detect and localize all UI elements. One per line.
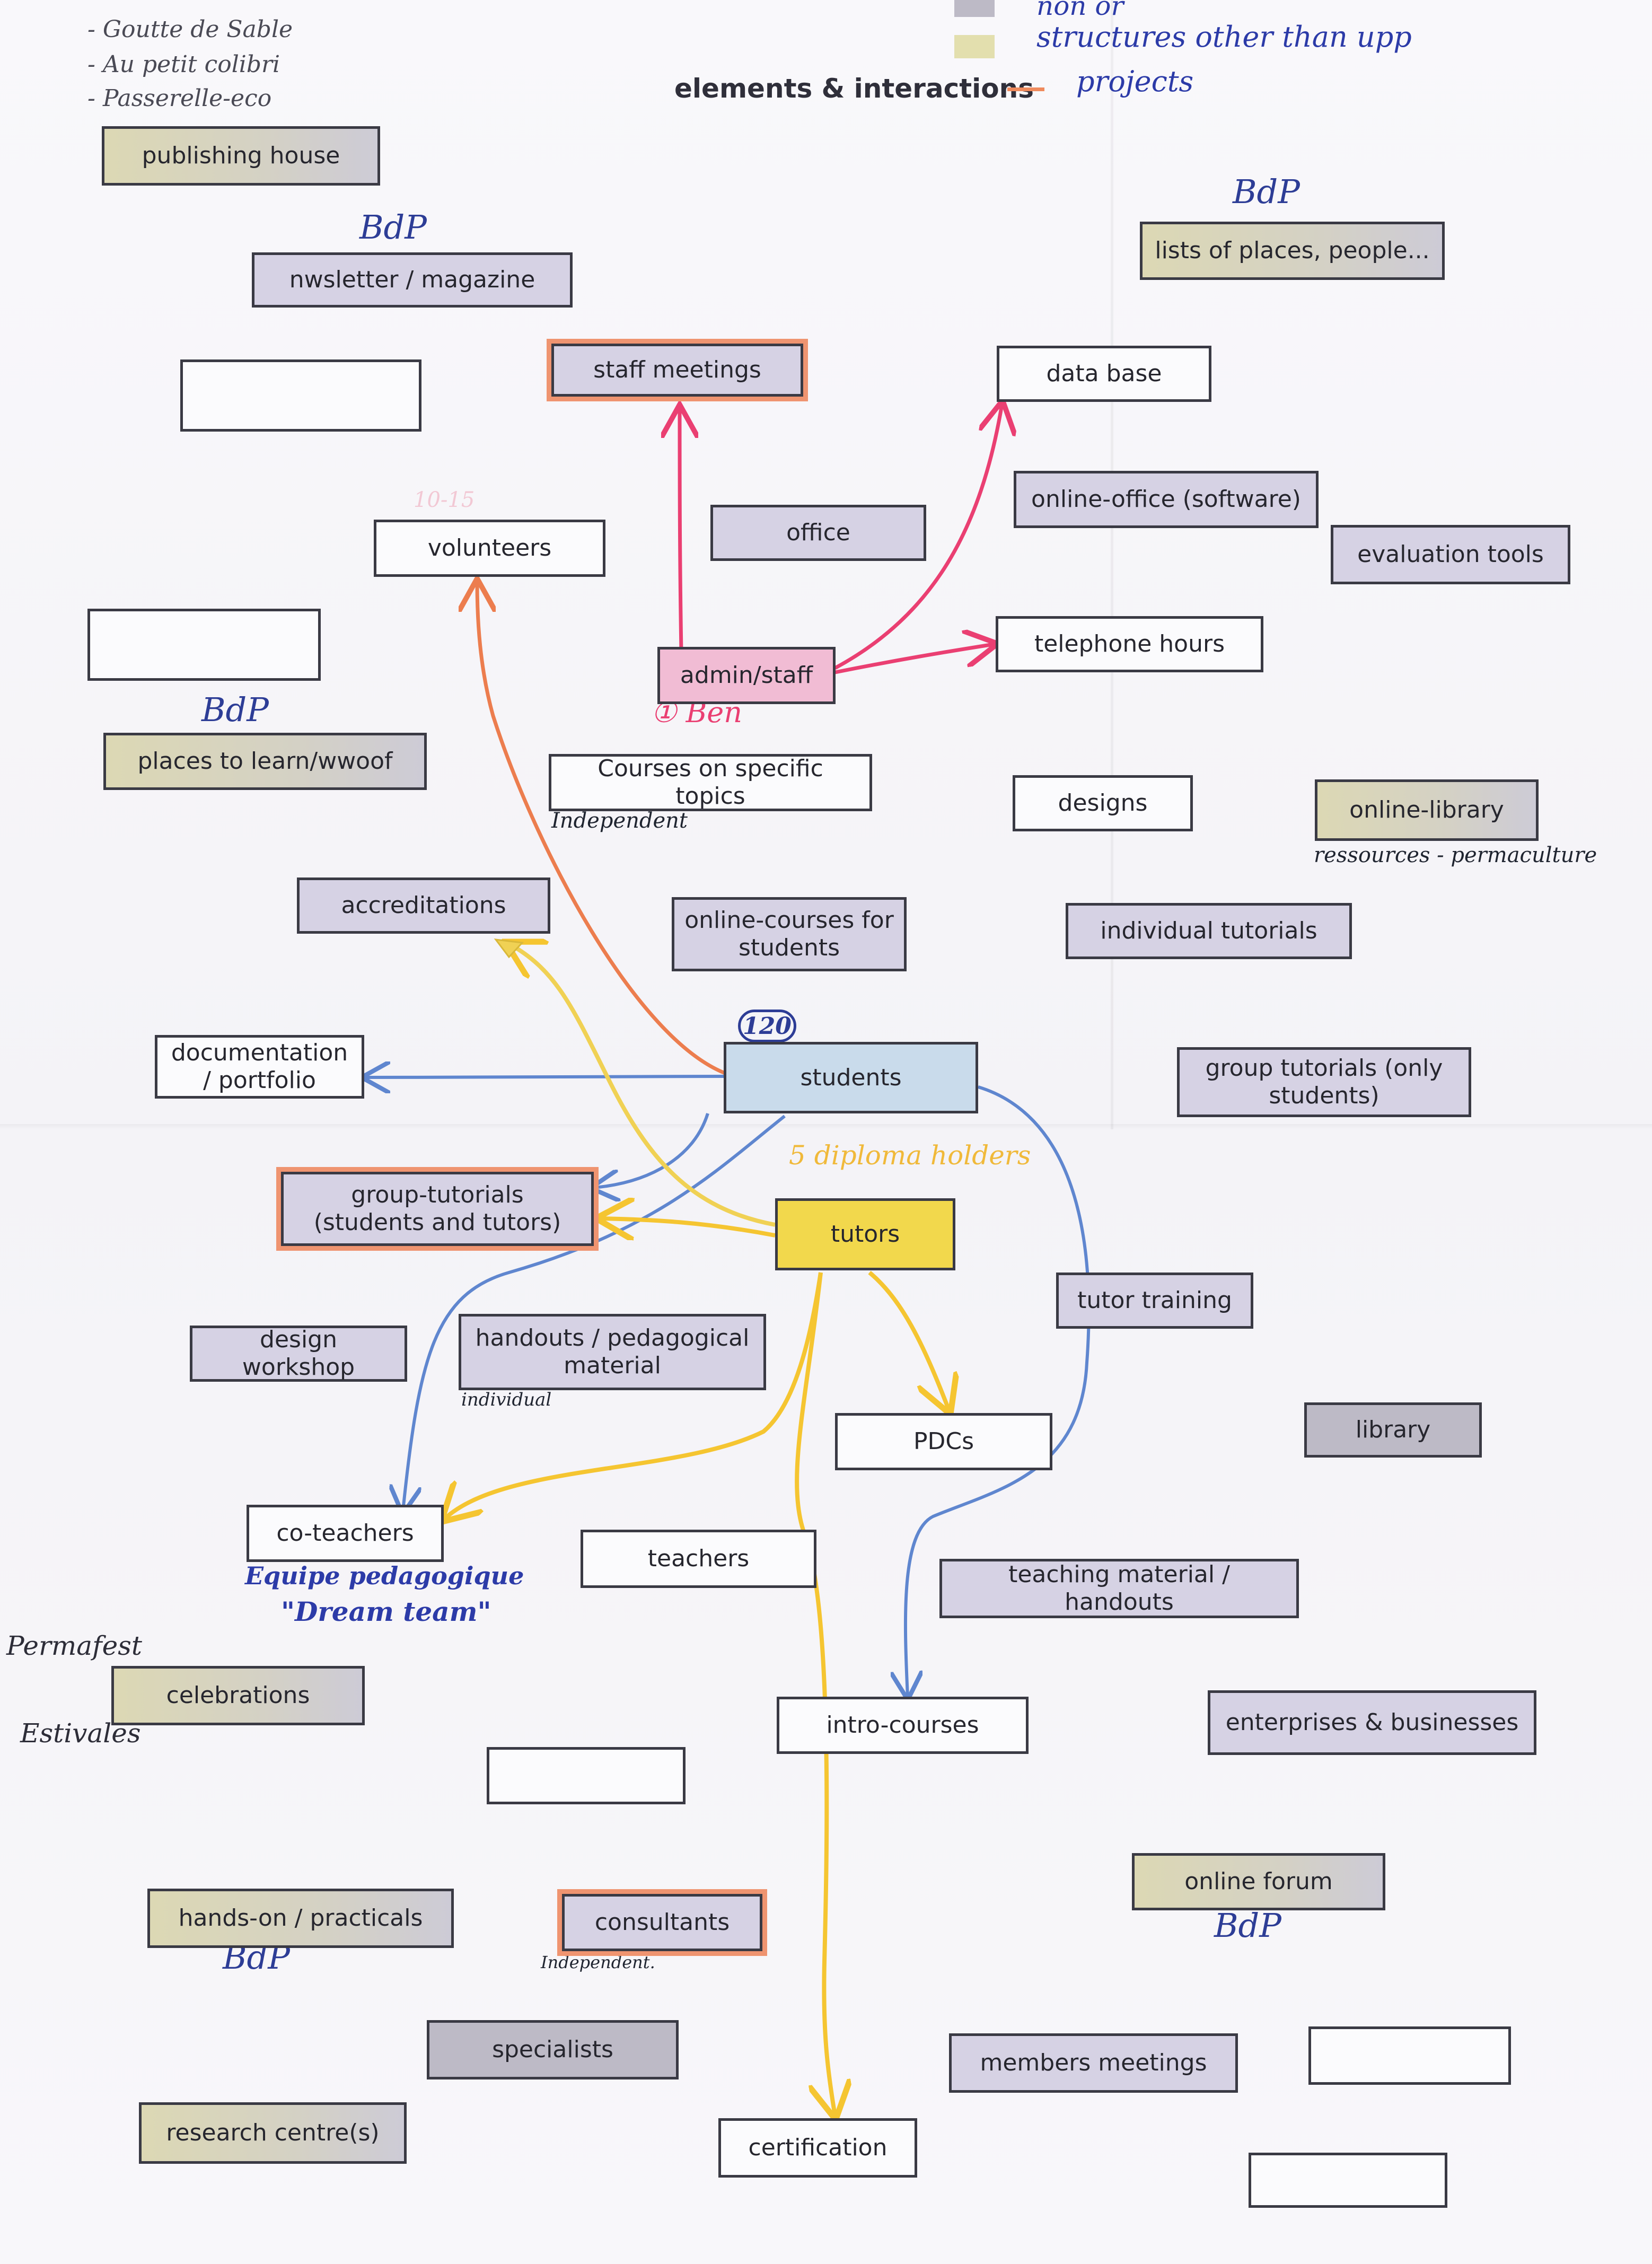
note-bdp-lists: BdP <box>1233 172 1300 211</box>
note-individual: individual <box>461 1389 552 1410</box>
paper-fold-horizontal <box>0 1124 1652 1129</box>
note-independent-courses: Independent <box>551 809 688 833</box>
node-certification[interactable]: certification <box>718 2118 917 2178</box>
legend-line-projects <box>1007 87 1044 91</box>
node-handouts-pedagogical-material[interactable]: handouts / pedagogical material <box>459 1314 766 1390</box>
students-count: 120 <box>743 1012 792 1040</box>
note-bdp-forum: BdP <box>1214 1906 1281 1945</box>
node-individual-tutorials[interactable]: individual tutorials <box>1066 903 1352 959</box>
edge-students-to-volunteers <box>477 582 727 1076</box>
node-pdcs[interactable]: PDCs <box>835 1413 1052 1470</box>
node-documentation-portfolio[interactable]: documentation / portfolio <box>155 1035 364 1099</box>
node-tutor-training[interactable]: tutor training <box>1056 1273 1253 1329</box>
legend-label-non: non or <box>1036 0 1124 21</box>
node-courses-specific-topics[interactable]: Courses on specific topics <box>549 754 872 811</box>
legend-swatch-structures <box>954 35 995 58</box>
note-bdp-places: BdP <box>201 690 269 729</box>
node-lists-of-places[interactable]: lists of places, people... <box>1140 222 1445 280</box>
paper-fold-vertical <box>1111 0 1113 1129</box>
node-consultants[interactable]: consultants <box>562 1894 762 1951</box>
node-tutors[interactable]: tutors <box>775 1198 955 1270</box>
node-hands-on-practicals[interactable]: hands-on / practicals <box>147 1889 454 1948</box>
note-publisher-2: - Au petit colibri <box>87 51 280 78</box>
node-teachers[interactable]: teachers <box>581 1530 816 1588</box>
note-publisher-3: - Passerelle-eco <box>87 85 272 112</box>
note-bdp-newsletter: BdP <box>359 208 427 247</box>
legend-swatch-non <box>954 0 995 17</box>
note-volunteers-count: 10-15 <box>414 488 475 512</box>
edge-students-to-co-teachers <box>403 1115 786 1511</box>
node-members-meetings[interactable]: members meetings <box>949 2033 1238 2093</box>
node-celebrations[interactable]: celebrations <box>111 1666 365 1725</box>
node-library[interactable]: library <box>1304 1402 1482 1458</box>
node-office[interactable]: office <box>710 505 926 561</box>
edge-students-to-documentation <box>365 1076 724 1077</box>
node-specialists[interactable]: specialists <box>427 2020 679 2079</box>
legend-label-structures: structures other than upp <box>1036 20 1412 54</box>
note-ressources: ressources - permaculture <box>1314 843 1597 867</box>
node-co-teachers[interactable]: co-teachers <box>247 1505 444 1562</box>
node-teaching-material-handouts[interactable]: teaching material / handouts <box>939 1559 1299 1618</box>
legend-label-projects: projects <box>1076 65 1194 98</box>
accreditation-arrowhead <box>494 938 524 959</box>
node-online-forum[interactable]: online forum <box>1132 1853 1385 1910</box>
node-staff-meetings[interactable]: staff meetings <box>551 344 803 397</box>
edge-tutors-to-certification <box>795 1272 835 2116</box>
node-empty-1[interactable] <box>180 359 421 432</box>
students-count-badge: 120 <box>738 1010 796 1042</box>
node-online-library[interactable]: online-library <box>1315 779 1539 841</box>
note-dream-team: "Dream team" <box>281 1596 491 1627</box>
edge-admin-to-telephone-hours <box>834 644 994 674</box>
node-volunteers[interactable]: volunteers <box>374 520 605 577</box>
note-publisher-1: - Goutte de Sable <box>87 16 293 43</box>
node-students[interactable]: students <box>724 1042 978 1113</box>
node-empty-4[interactable] <box>1308 2026 1511 2085</box>
node-admin-staff[interactable]: admin/staff <box>657 647 836 704</box>
note-permafest: Permafest <box>6 1630 142 1661</box>
edge-admin-to-staff-meetings <box>680 408 681 653</box>
node-enterprises-businesses[interactable]: enterprises & businesses <box>1208 1690 1536 1755</box>
diagram-title: elements & interactions <box>674 73 1034 104</box>
node-accreditations[interactable]: accreditations <box>297 877 550 934</box>
node-group-tutorials-students-and-tutors[interactable]: group-tutorials (students and tutors) <box>281 1172 594 1246</box>
node-data-base[interactable]: data base <box>997 346 1211 402</box>
node-empty-3[interactable] <box>487 1747 686 1804</box>
node-empty-2[interactable] <box>87 609 321 681</box>
node-telephone-hours[interactable]: telephone hours <box>996 616 1263 672</box>
node-research-centres[interactable]: research centre(s) <box>139 2102 407 2164</box>
node-design-workshop[interactable]: design workshop <box>190 1326 407 1382</box>
node-online-courses-for-students[interactable]: online-courses for students <box>672 897 907 971</box>
node-group-tutorials-only-students[interactable]: group tutorials (only students) <box>1177 1047 1471 1117</box>
node-evaluation-tools[interactable]: evaluation tools <box>1331 525 1570 584</box>
edge-students-to-intro-courses <box>906 1085 1091 1697</box>
edge-tutors-to-pdcs <box>868 1270 949 1410</box>
node-newsletter-magazine[interactable]: nwsletter / magazine <box>252 252 573 308</box>
note-equipe: Equipe pedagogique <box>245 1561 524 1590</box>
node-empty-5[interactable] <box>1249 2153 1447 2208</box>
node-places-to-learn[interactable]: places to learn/wwoof <box>103 733 427 790</box>
node-intro-courses[interactable]: intro-courses <box>777 1697 1029 1754</box>
note-diploma-holders: 5 diploma holders <box>789 1140 1031 1171</box>
edge-tutors-to-co-teachers <box>444 1272 823 1519</box>
edge-admin-to-data-base <box>834 404 1002 670</box>
edge-tutors-to-accreditations <box>509 944 776 1227</box>
node-online-office[interactable]: online-office (software) <box>1014 471 1319 528</box>
note-independent-consultants: Independent. <box>541 1952 655 1972</box>
edge-students-to-group-tutorials <box>594 1113 709 1188</box>
node-designs[interactable]: designs <box>1013 775 1193 831</box>
node-publishing-house[interactable]: publishing house <box>102 126 380 186</box>
edge-tutors-to-group-tutorials <box>600 1218 776 1235</box>
